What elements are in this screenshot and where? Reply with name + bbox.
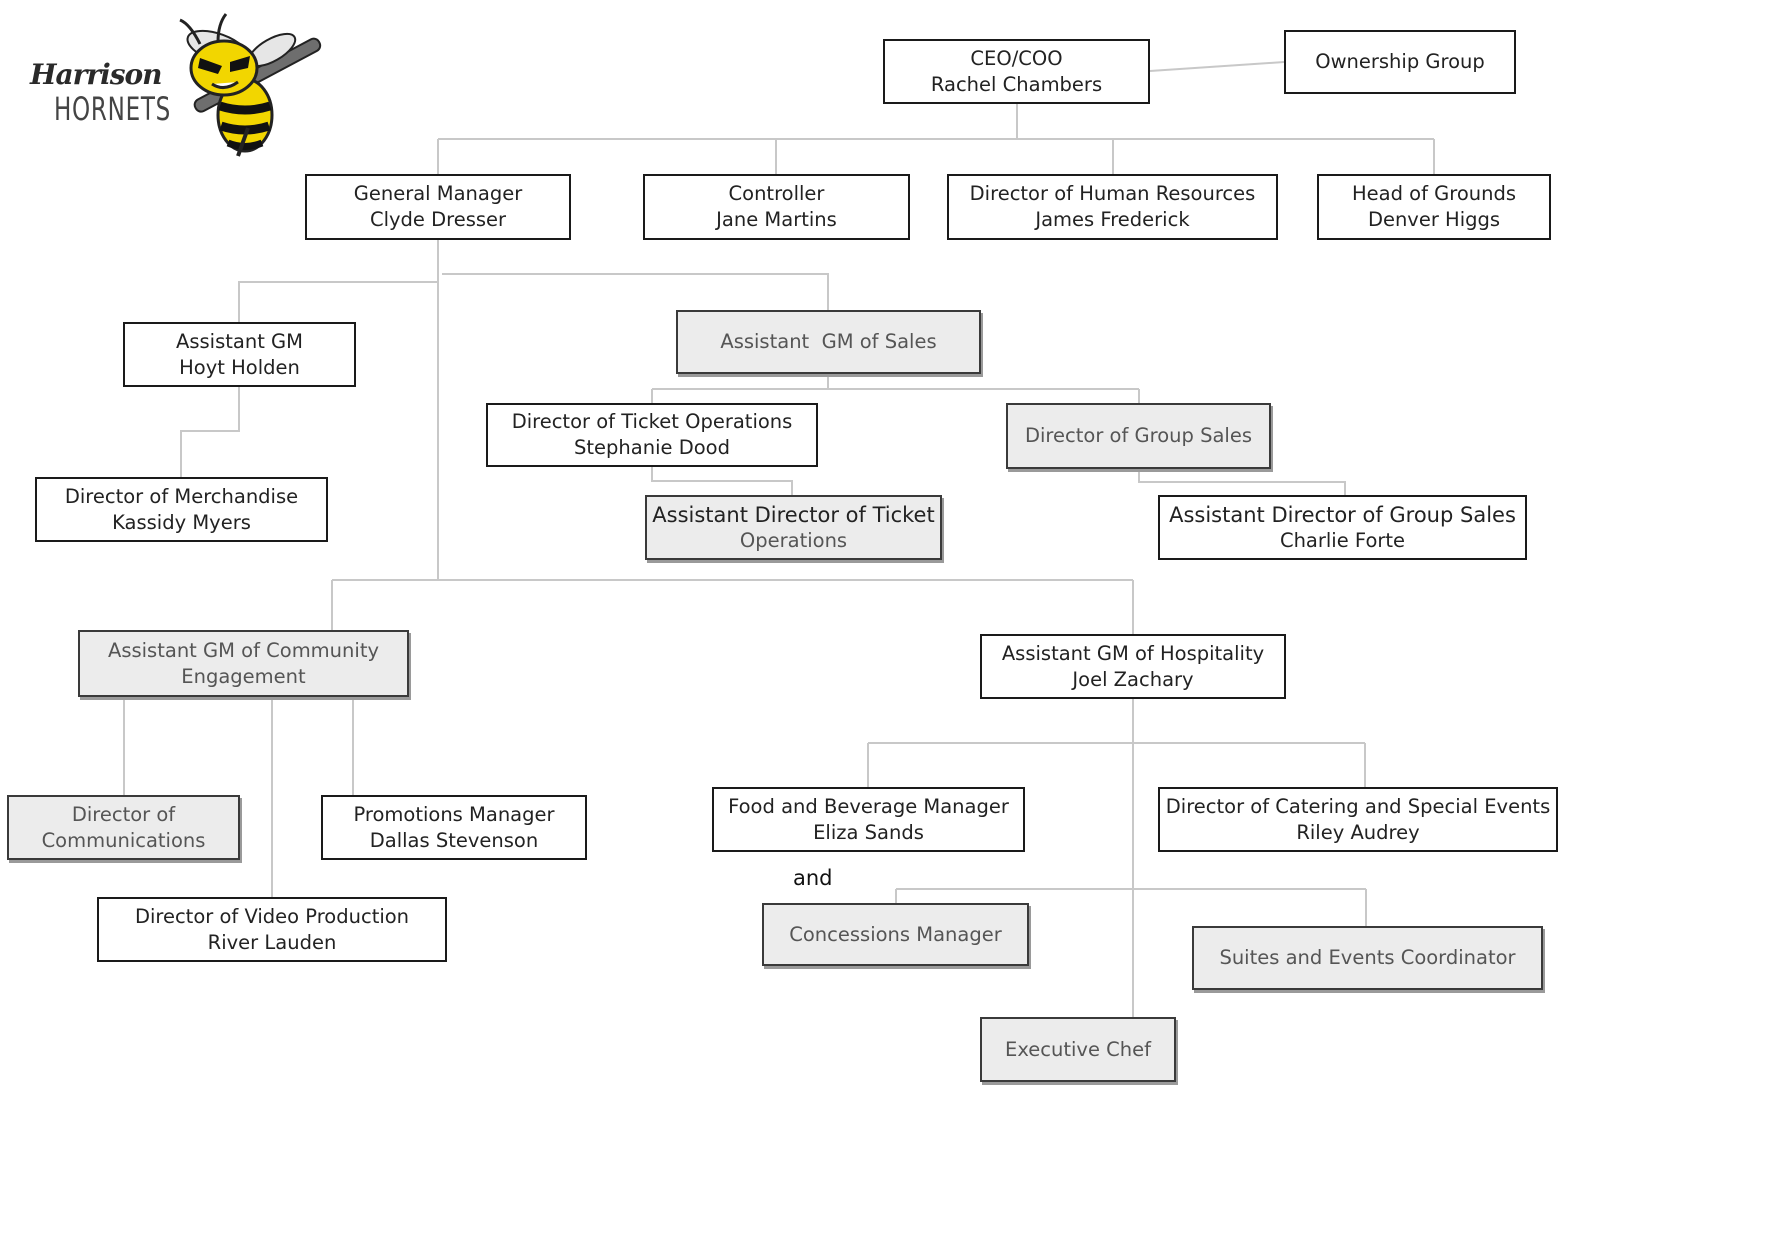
node-title: Promotions Manager [353,802,555,826]
connector-ceo-ownership [1149,61,1285,72]
node-name: Hoyt Holden [179,355,300,379]
node-name: River Lauden [207,930,337,954]
node-name: Kassidy Myers [112,510,251,534]
node-director-communications: Director of Communications [7,795,240,860]
node-director-video-production: Director of Video Production River Laude… [97,897,447,962]
node-title: Food and Beverage Manager [728,794,1009,818]
node-title: Director of [71,802,176,826]
node-name: Rachel Chambers [930,72,1103,96]
node-name: Eliza Sands [813,820,924,844]
node-assistant-gm-hospitality: Assistant GM of Hospitality Joel Zachary [980,634,1286,699]
node-title: Assistant GM of Sales [720,330,937,353]
and-label: and [793,866,833,890]
node-title: Director of Ticket Operations [511,410,793,433]
node-title: Head of Grounds [1351,182,1517,205]
hornet-mascot-icon [179,13,322,157]
node-name: Clyde Dresser [369,208,507,231]
harrison-hornets-logo: Harrison HORNETS [20,10,322,165]
node-name: Operations [739,528,848,552]
connector-gm-to-sales [442,273,829,310]
node-title: Ownership Group [1315,50,1485,73]
connector-agm-to-merch [180,387,240,477]
node-assistant-gm-sales: Assistant GM of Sales [676,310,981,374]
logo-text-harrison: Harrison [30,58,163,91]
node-name: Stephanie Dood [574,436,730,459]
node-title: Director of Video Production [134,904,410,928]
node-name: Jane Martins [716,208,837,231]
node-title: Assistant GM of Community [107,638,380,662]
node-name: Dallas Stevenson [369,828,539,852]
node-director-merchandise: Director of Merchandise Kassidy Myers [35,477,328,542]
node-assistant-director-ticket: Assistant Director of Ticket Operations [645,495,942,560]
node-title: Director of Group Sales [1025,424,1252,447]
node-promotions-manager: Promotions Manager Dallas Stevenson [321,795,587,860]
node-title: Director of Human Resources [969,182,1256,205]
node-title: Assistant GM of Hospitality [1001,641,1265,665]
node-controller: Controller Jane Martins [643,174,910,240]
node-title: Executive Chef [1005,1037,1151,1061]
node-assistant-gm: Assistant GM Hoyt Holden [123,322,356,387]
node-executive-chef: Executive Chef [980,1017,1176,1082]
org-chart: Harrison HORNETS CEO/COO Rachel Chambers… [7,10,1558,1082]
node-title: General Manager [353,182,523,205]
node-director-ticket-operations: Director of Ticket Operations Stephanie … [486,403,818,467]
connector-gm-to-agm [238,281,438,322]
node-title: Controller [728,182,825,205]
node-name: Charlie Forte [1279,528,1406,552]
node-ownership-group: Ownership Group [1284,30,1516,94]
node-title: CEO/COO [970,46,1063,70]
node-title: Assistant Director of Ticket [652,502,935,527]
node-concessions-manager: Concessions Manager [762,903,1029,966]
node-general-manager: General Manager Clyde Dresser [305,174,571,240]
node-title: Director of Catering and Special Events [1165,794,1551,818]
node-title: Director of Merchandise [64,484,299,508]
connector-group-to-asst [1138,469,1346,495]
node-name: Riley Audrey [1296,820,1420,844]
connector-lines [123,61,1435,1017]
node-name: Denver Higgs [1367,208,1501,231]
node-director-catering: Director of Catering and Special Events … [1158,787,1558,852]
connector-ticket-to-asst [651,467,793,495]
logo-text-hornets: HORNETS [54,90,171,128]
node-director-group-sales: Director of Group Sales [1006,403,1271,469]
node-head-of-grounds: Head of Grounds Denver Higgs [1317,174,1551,240]
node-title: Assistant GM [176,329,303,353]
node-title: Assistant Director of Group Sales [1169,502,1516,527]
node-name: Joel Zachary [1072,667,1194,691]
node-name: James Frederick [1035,208,1190,231]
node-title: Concessions Manager [789,922,1002,946]
node-assistant-gm-community: Assistant GM of Community Engagement [78,630,409,697]
node-food-beverage-manager: Food and Beverage Manager Eliza Sands [712,787,1025,852]
node-name: Engagement [181,664,306,688]
node-director-human-resources: Director of Human Resources James Freder… [947,174,1278,240]
node-ceo: CEO/COO Rachel Chambers [883,39,1150,104]
node-title: Suites and Events Coordinator [1219,946,1516,969]
node-name: Communications [41,828,206,852]
node-assistant-director-group-sales: Assistant Director of Group Sales Charli… [1158,495,1527,560]
node-suites-events-coordinator: Suites and Events Coordinator [1192,926,1543,990]
